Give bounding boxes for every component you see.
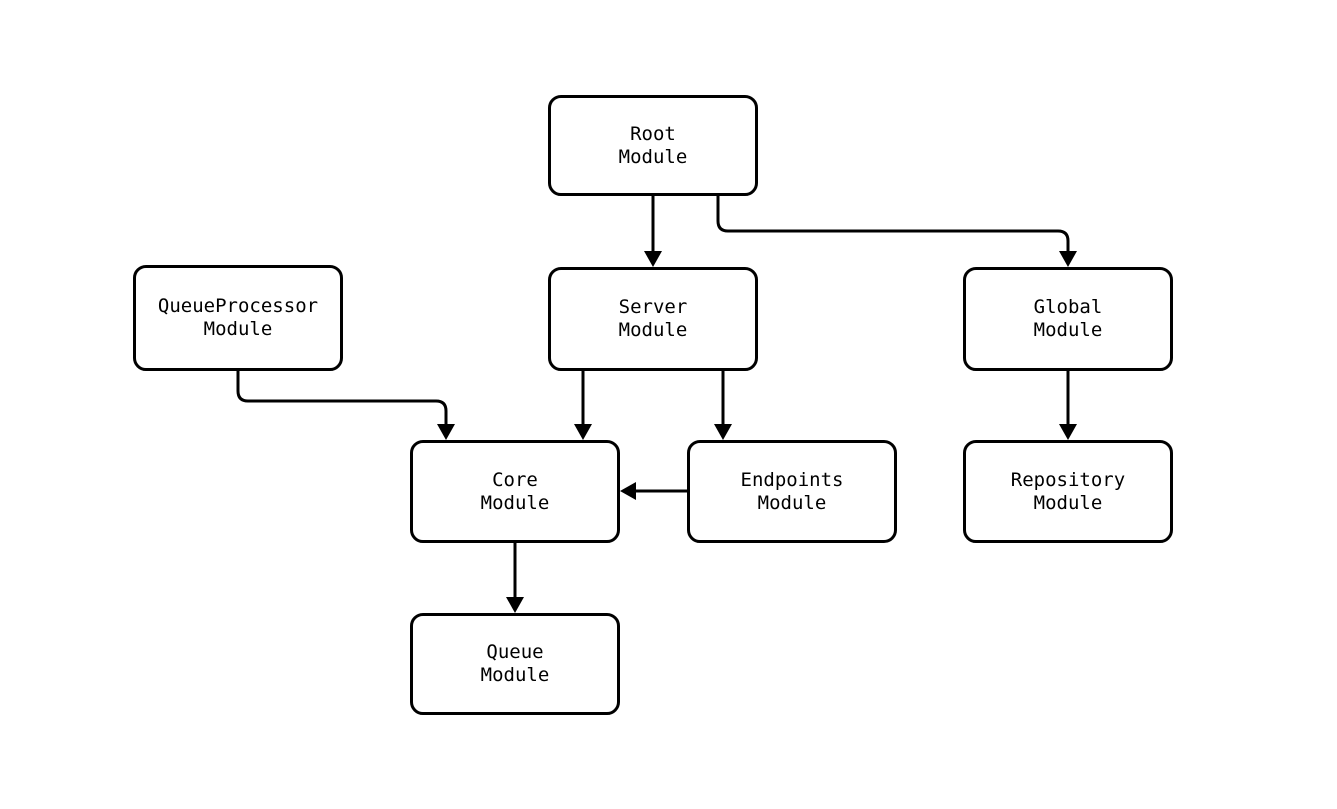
node-label-global: Global Module [1033, 296, 1103, 341]
edge-root-global [716, 196, 1070, 252]
node-repository[interactable]: Repository Module [963, 440, 1173, 543]
node-label-endpoints: Endpoints Module [740, 468, 844, 514]
arrowhead-server-core [574, 424, 592, 440]
arrowhead-queueprocessor-core [437, 424, 455, 440]
node-label-queue: Queue Module [480, 641, 550, 686]
node-core[interactable]: Core Module [410, 440, 620, 543]
arrowhead-root-global [1059, 251, 1077, 267]
arrowhead-endpoints-core [620, 482, 636, 500]
node-queueprocessor[interactable]: QueueProcessor Module [133, 265, 343, 371]
node-server[interactable]: Server Module [548, 267, 758, 371]
node-queue[interactable]: Queue Module [410, 613, 620, 715]
node-global[interactable]: Global Module [963, 267, 1173, 371]
node-label-root: Root Module [618, 122, 688, 168]
node-label-core: Core Module [480, 468, 550, 514]
node-label-repository: Repository Module [1010, 468, 1126, 514]
edge-queueprocessor-core [236, 371, 448, 425]
node-endpoints[interactable]: Endpoints Module [687, 440, 897, 543]
arrowhead-root-server [644, 251, 662, 267]
node-label-server: Server Module [618, 296, 688, 341]
node-root[interactable]: Root Module [548, 95, 758, 196]
arrowhead-global-repository [1059, 424, 1077, 440]
arrowhead-server-endpoints [714, 424, 732, 440]
node-label-queueprocessor: QueueProcessor Module [157, 295, 319, 340]
arrowhead-core-queue [506, 597, 524, 613]
